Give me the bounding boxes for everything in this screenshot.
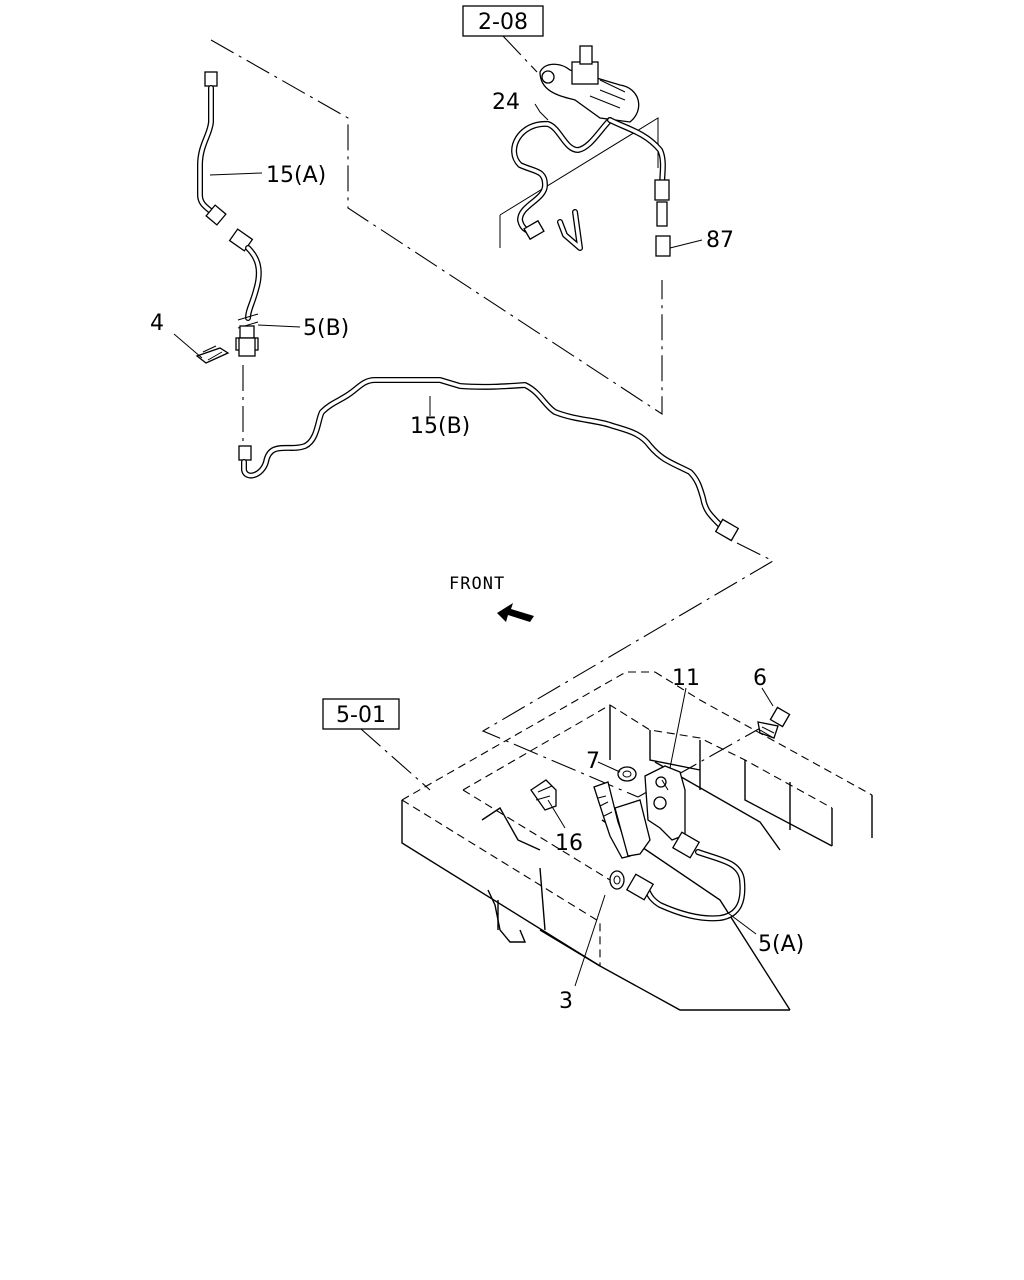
callout-labels: 24 15(A) 87 4 5(B) 15(B) 11 6 7 16 5(A) … — [150, 90, 804, 1014]
chassis-frame — [401, 671, 873, 1011]
part-11-bracket — [644, 765, 686, 841]
part-16-clip — [530, 779, 557, 811]
pipe-15b — [238, 377, 740, 542]
hose-5a — [609, 831, 746, 922]
part-7-nut — [617, 766, 637, 782]
pipe-24 — [511, 117, 670, 251]
callout-4[interactable]: 4 — [150, 311, 164, 336]
callout-11[interactable]: 11 — [672, 666, 700, 691]
callout-15b[interactable]: 15(B) — [410, 414, 470, 439]
front-arrow-icon — [497, 603, 534, 622]
pipe-15a — [197, 71, 227, 226]
callout-15a[interactable]: 15(A) — [266, 163, 326, 188]
reference-2-08-label: 2-08 — [478, 10, 528, 35]
center-bracket — [593, 781, 651, 859]
callout-3[interactable]: 3 — [559, 989, 573, 1014]
reference-5-01-label: 5-01 — [336, 703, 386, 728]
part-4-clip — [195, 345, 230, 364]
front-direction: FRONT — [449, 574, 534, 622]
hose-5b — [228, 228, 262, 357]
callout-5b[interactable]: 5(B) — [303, 316, 349, 341]
reference-2-08[interactable]: 2-08 — [462, 5, 544, 37]
callout-7[interactable]: 7 — [586, 749, 600, 774]
front-label: FRONT — [449, 574, 505, 594]
callout-16[interactable]: 16 — [555, 831, 583, 856]
callout-6[interactable]: 6 — [753, 666, 767, 691]
leader-lines — [173, 103, 774, 987]
master-cylinder — [499, 45, 659, 248]
reference-5-01[interactable]: 5-01 — [322, 698, 400, 730]
part-6-bolt — [757, 706, 791, 739]
callout-24[interactable]: 24 — [492, 90, 520, 115]
callout-87[interactable]: 87 — [706, 228, 734, 253]
callout-5a[interactable]: 5(A) — [758, 932, 804, 957]
part-87-sleeve — [655, 235, 671, 257]
